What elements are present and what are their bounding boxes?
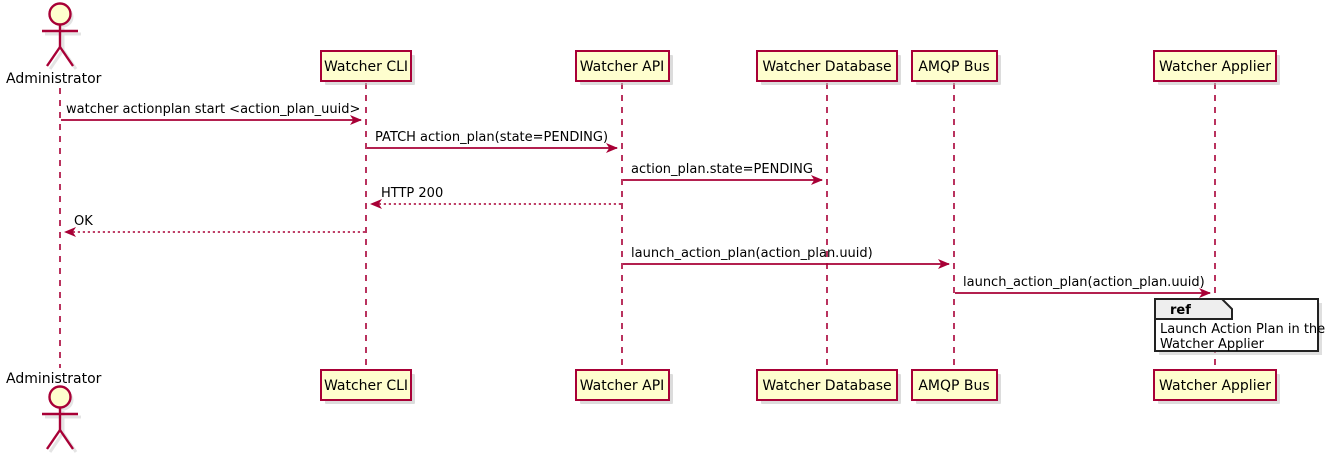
- actor-leg-right-icon: [59, 429, 74, 450]
- box-rect: [575, 369, 670, 401]
- lifelines: [59, 83, 1216, 370]
- participant-box-amqp-bus-top[interactable]: AMQP Bus: [911, 50, 1001, 85]
- participant-label-amqp-bus-bottom: AMQP Bus: [918, 378, 989, 394]
- message-label: launch_action_plan(action_plan.uuid): [631, 246, 873, 261]
- message-label: PATCH action_plan(state=PENDING): [375, 130, 608, 145]
- box-rect: [320, 50, 412, 82]
- message-4-http-200[interactable]: HTTP 200: [370, 186, 621, 209]
- participant-label-watcher-applier-bottom: Watcher Applier: [1159, 378, 1271, 394]
- participant-box-watcher-applier-top[interactable]: Watcher Applier: [1153, 50, 1280, 85]
- box-rect: [575, 50, 670, 82]
- box-rect: [911, 369, 998, 401]
- participant-box-watcher-api-top[interactable]: Watcher API: [575, 50, 673, 85]
- message-7-launch-action-plan-applier[interactable]: launch_action_plan(action_plan.uuid): [955, 275, 1211, 298]
- participant-label-watcher-database-top: Watcher Database: [762, 59, 891, 75]
- actor-leg-left-icon: [46, 46, 61, 67]
- box-rect: [320, 369, 412, 401]
- participant-box-watcher-database-top[interactable]: Watcher Database: [756, 50, 901, 85]
- box-rect: [756, 369, 898, 401]
- participant-label-watcher-applier-top: Watcher Applier: [1159, 59, 1271, 75]
- ref-header-tab: [1154, 298, 1233, 320]
- participant-label-watcher-api-bottom: Watcher API: [580, 378, 665, 394]
- participant-label-watcher-database-bottom: Watcher Database: [762, 378, 891, 394]
- message-5-ok[interactable]: OK: [64, 214, 365, 237]
- message-label: launch_action_plan(action_plan.uuid): [963, 275, 1205, 290]
- actor-leg-right-icon: [59, 46, 74, 67]
- message-2-patch-action-plan[interactable]: PATCH action_plan(state=PENDING): [367, 130, 618, 153]
- actor-head-icon: [48, 2, 72, 26]
- actor-head-icon: [48, 385, 72, 409]
- message-1-watcher-actionplan-start[interactable]: watcher actionplan start <action_plan_uu…: [61, 102, 362, 125]
- ref-fragment[interactable]: ref Launch Action Plan in the Watcher Ap…: [1154, 298, 1325, 355]
- actor-administrator-bottom[interactable]: Administrator: [6, 371, 102, 453]
- message-6-launch-action-plan-amqp[interactable]: launch_action_plan(action_plan.uuid): [623, 246, 950, 269]
- message-label: OK: [74, 214, 93, 229]
- box-rect: [756, 50, 898, 82]
- message-label: HTTP 200: [381, 186, 443, 201]
- box-rect: [1153, 369, 1277, 401]
- box-rect: [1153, 50, 1277, 82]
- actor-label-administrator-top: Administrator: [6, 71, 102, 87]
- participant-box-watcher-database-bottom[interactable]: Watcher Database: [756, 369, 901, 404]
- participant-box-watcher-api-bottom[interactable]: Watcher API: [575, 369, 673, 404]
- message-3-action-plan-state-pending[interactable]: action_plan.state=PENDING: [623, 162, 823, 185]
- participant-box-watcher-applier-bottom[interactable]: Watcher Applier: [1153, 369, 1280, 404]
- participant-label-watcher-cli-top: Watcher CLI: [324, 59, 408, 75]
- message-label: watcher actionplan start <action_plan_uu…: [66, 102, 360, 117]
- actor-administrator-top[interactable]: Administrator: [6, 2, 102, 88]
- box-rect: [911, 50, 998, 82]
- ref-text-line-2: Watcher Applier: [1160, 337, 1265, 352]
- participant-box-amqp-bus-bottom[interactable]: AMQP Bus: [911, 369, 1001, 404]
- message-label: action_plan.state=PENDING: [631, 162, 813, 177]
- actor-leg-left-icon: [46, 429, 61, 450]
- participant-box-watcher-cli-bottom[interactable]: Watcher CLI: [320, 369, 415, 404]
- participant-label-watcher-cli-bottom: Watcher CLI: [324, 378, 408, 394]
- ref-keyword-label: ref: [1170, 303, 1191, 318]
- participant-box-watcher-cli-top[interactable]: Watcher CLI: [320, 50, 415, 85]
- ref-body-rect: [1154, 298, 1319, 352]
- participant-label-amqp-bus-top: AMQP Bus: [918, 59, 989, 75]
- ref-text-line-1: Launch Action Plan in the: [1160, 322, 1325, 337]
- participant-label-watcher-api-top: Watcher API: [580, 59, 665, 75]
- actor-label-administrator-bottom: Administrator: [6, 371, 102, 387]
